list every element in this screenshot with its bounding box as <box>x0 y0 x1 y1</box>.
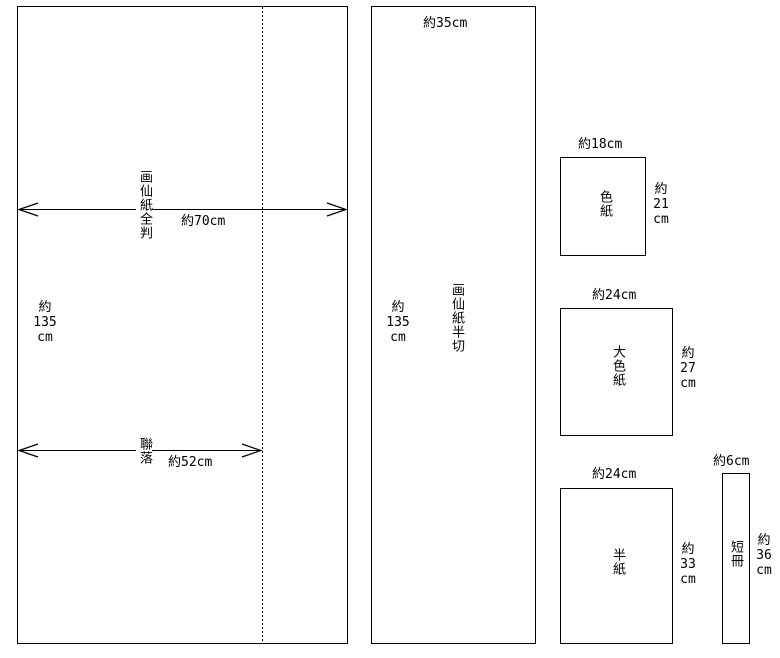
hanshi-name: 半紙 <box>609 548 625 576</box>
full-sheet-name: 画仙紙全判 <box>136 170 152 240</box>
dai-shikishi-height-label: 約 27 cm <box>675 346 701 391</box>
dai-shikishi-height-line-3: cm <box>680 376 696 391</box>
tanzaku-width-label: 約6cm <box>713 454 750 469</box>
hanshi-height-line-3: cm <box>680 572 696 587</box>
half-height-line-3: cm <box>390 330 406 345</box>
hanshi-outline <box>560 488 673 644</box>
dai-shikishi-height-line-2: 27 <box>680 361 696 376</box>
dai-shikishi-outline <box>560 308 673 436</box>
hanshi-height-line-1: 約 <box>681 542 695 557</box>
tanzaku-outline <box>722 473 750 644</box>
half-height-line-2: 135 <box>386 315 410 330</box>
full-width-arrowhead-left <box>17 202 39 217</box>
shikishi-height-line-1: 約 <box>654 182 668 197</box>
half-sheet-width-label: 約35cm <box>423 16 468 31</box>
tanzaku-height-line-1: 約 <box>757 533 771 548</box>
shikishi-height-label: 約 21 cm <box>648 182 674 227</box>
hanshi-height-line-2: 33 <box>680 557 696 572</box>
hanshi-height-label: 約 33 cm <box>675 542 701 587</box>
half-sheet-height-label: 約 135 cm <box>383 300 413 345</box>
full-sheet-outline <box>17 6 348 644</box>
dai-shikishi-width-label: 約24cm <box>592 288 637 303</box>
shikishi-height-line-2: 21 <box>653 197 669 212</box>
tanzaku-height-line-3: cm <box>756 563 772 578</box>
full-height-line-1: 約 <box>38 300 52 315</box>
full-width-arrowhead-right <box>326 202 348 217</box>
joint-name: 聯落 <box>136 437 152 465</box>
tanzaku-height-line-2: 36 <box>756 548 772 563</box>
dai-shikishi-height-line-1: 約 <box>681 346 695 361</box>
half-height-line-1: 約 <box>391 300 405 315</box>
tanzaku-name: 短冊 <box>727 540 743 568</box>
shikishi-width-label: 約18cm <box>578 137 623 152</box>
joint-width-arrowhead-right <box>241 443 263 458</box>
dai-shikishi-name: 大色紙 <box>609 345 625 387</box>
joint-width-label: 約52cm <box>168 455 213 470</box>
full-height-line-3: cm <box>37 330 53 345</box>
half-sheet-outline <box>371 6 536 644</box>
shikishi-outline <box>560 157 646 256</box>
joint-width-arrowhead-left <box>17 443 39 458</box>
hanshi-width-label: 約24cm <box>592 467 637 482</box>
tanzaku-height-label: 約 36 cm <box>752 533 776 578</box>
full-height-line-2: 135 <box>33 315 57 330</box>
shikishi-name: 色紙 <box>596 190 612 218</box>
full-sheet-height-label: 約 135 cm <box>30 300 60 345</box>
full-sheet-width-label: 約70cm <box>181 214 226 229</box>
shikishi-height-line-3: cm <box>653 212 669 227</box>
half-sheet-name: 画仙紙半切 <box>448 283 464 353</box>
